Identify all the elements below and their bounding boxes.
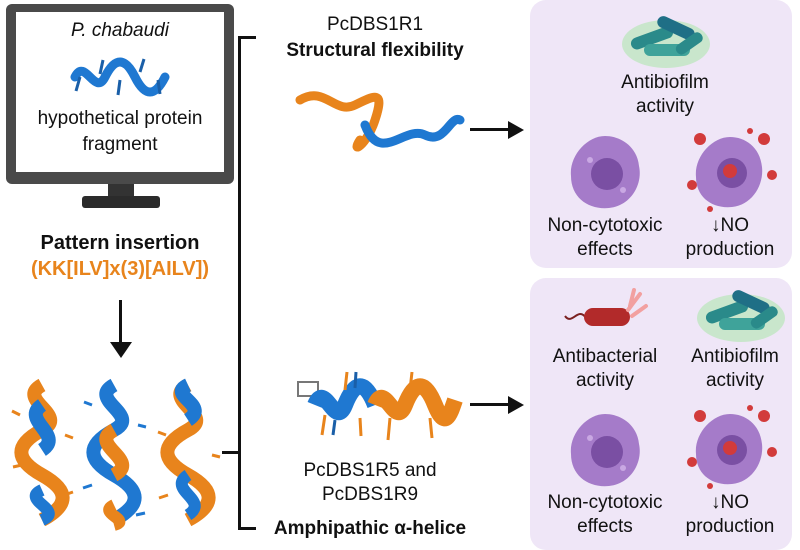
top-arrow-shaft	[470, 128, 512, 131]
monitor-base	[82, 196, 160, 208]
bacterium-icon	[564, 288, 648, 326]
bottom-peptide-name-line1: PcDBS1R5 and	[303, 460, 437, 481]
monitor-line1: hypothetical protein	[37, 108, 203, 129]
flexible-peptide-icon	[295, 91, 465, 152]
top-peptide-name: PcDBS1R1	[326, 14, 424, 35]
top-peptide-property: Structural flexibility	[286, 40, 464, 61]
bottom-arrow-head-icon	[508, 396, 524, 414]
helix-structure-1-icon	[11, 378, 74, 527]
down-arrow-head-icon	[110, 342, 132, 358]
bottom-no-label-l1: ↓NO	[711, 492, 749, 513]
monitor-screen	[16, 12, 224, 172]
top-antibiofilm-label-l1: Antibiofilm	[621, 72, 709, 93]
biofilm-icon	[622, 16, 710, 68]
top-no-label-l2: production	[685, 239, 775, 260]
no-producing-cell-icon-2	[687, 405, 777, 489]
bottom-antibacterial-label-l2: activity	[575, 370, 635, 391]
bottom-no-label-l2: production	[685, 516, 775, 537]
top-no-label-l1: ↓NO	[711, 215, 749, 236]
helix-structure-2-icon	[82, 378, 147, 531]
biofilm-icon-2	[697, 290, 785, 342]
bottom-noncytotoxic-label-l1: Non-cytotoxic	[547, 492, 663, 513]
bracket-bottom-arm	[238, 527, 256, 530]
pattern-title: Pattern insertion	[40, 232, 200, 254]
top-noncytotoxic-label-l1: Non-cytotoxic	[547, 215, 663, 236]
organism-label: P. chabaudi	[71, 20, 169, 41]
top-antibiofilm-label-l2: activity	[635, 96, 695, 117]
top-noncytotoxic-label-l2: effects	[577, 239, 633, 260]
bottom-peptide-name-line2: PcDBS1R9	[321, 484, 419, 505]
bottom-antibacterial-label-l1: Antibacterial	[552, 346, 658, 367]
macrophage-cell-icon	[570, 136, 640, 209]
monitor-neck	[108, 184, 134, 198]
top-arrow-head-icon	[508, 121, 524, 139]
bottom-antibiofilm-label-l2: activity	[705, 370, 765, 391]
bracket-vertical	[238, 36, 241, 530]
bottom-antibiofilm-label-l1: Antibiofilm	[691, 346, 779, 367]
bottom-arrow-shaft	[470, 403, 512, 406]
helix-structure-3-icon	[157, 378, 221, 527]
protein-fragment-helix-icon	[70, 57, 170, 97]
amphipathic-helix-icon	[297, 371, 463, 441]
monitor-line2: fragment	[82, 134, 158, 155]
pattern-motif: (KK[ILV]x(3)[AILV])	[30, 258, 210, 280]
bracket-top-arm	[238, 36, 256, 39]
no-producing-cell-icon	[687, 128, 777, 212]
bottom-noncytotoxic-label-l2: effects	[577, 516, 633, 537]
macrophage-cell-icon-2	[570, 414, 640, 487]
connector-horizontal	[222, 451, 240, 454]
bottom-peptide-property: Amphipathic α-helice	[273, 518, 467, 539]
down-arrow-shaft	[119, 300, 122, 345]
